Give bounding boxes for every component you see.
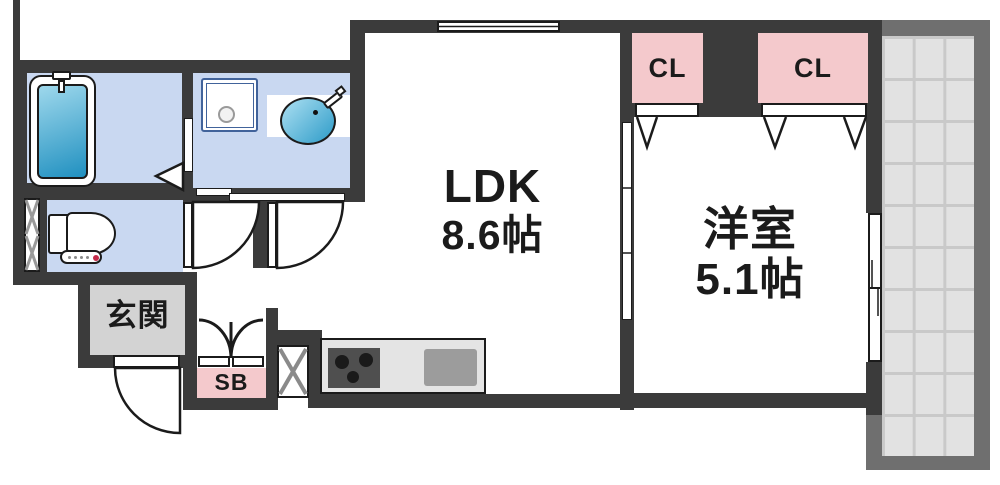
- wall-meter-box-top: [266, 330, 322, 347]
- entrance-floor: [90, 285, 185, 357]
- wall-bedroom-right-upper: [866, 20, 882, 213]
- bedroom-size: 5.1帖: [695, 255, 805, 305]
- shoebox-bifold-panel: [232, 356, 264, 367]
- bedroom-label-block: 洋室 5.1帖: [634, 194, 866, 314]
- wall-toilet-left-inner: [40, 198, 47, 272]
- washbasin-drain-dot: [313, 110, 318, 115]
- balcony-frame-right: [974, 20, 990, 470]
- wall-hall-stub: [253, 200, 267, 268]
- balcony-window-lower-pane: [868, 287, 882, 362]
- ldk-label-block: LDK 8.6帖: [365, 150, 620, 270]
- entrance-label: 玄関: [105, 297, 170, 333]
- shoebox-bifold-arc-left: [198, 318, 233, 359]
- shoe-box-label: SB: [214, 369, 249, 396]
- washing-machine-pan-inner: [206, 83, 254, 128]
- toilet-door-swing: [191, 200, 261, 270]
- balcony-frame-left-lower: [866, 410, 882, 460]
- pipe-space-x: [24, 198, 40, 272]
- control-dot: [74, 256, 77, 259]
- control-dot-red: [93, 255, 99, 261]
- closet-door-arrow: [635, 116, 659, 151]
- balcony-window-upper-pane: [868, 213, 882, 289]
- wall-toilet-bottom: [13, 272, 197, 285]
- entrance-door-swing: [113, 366, 182, 435]
- washing-machine-pan: [201, 78, 258, 132]
- wall-bedroom-right-lower: [866, 362, 882, 415]
- closet-left-label: CL: [648, 52, 687, 83]
- closet-door-arrow: [762, 116, 788, 151]
- wall-bath-top: [13, 60, 365, 73]
- closet-right-door-bar: [761, 103, 867, 117]
- shoebox-bifold-panel: [198, 356, 230, 367]
- closet-right-box: [758, 33, 868, 103]
- washroom-sliding-door-b: [229, 193, 345, 201]
- bathroom-door-leaf: [184, 118, 193, 172]
- entrance-door-leaf: [113, 355, 180, 368]
- wall-bedroom-bottom: [620, 393, 868, 408]
- kitchen-sink: [424, 349, 477, 386]
- stove-burner: [347, 371, 359, 383]
- closet-door-arrow: [842, 116, 868, 151]
- closet-left-door-bar: [635, 103, 699, 117]
- shoebox-bifold-arc-right: [229, 318, 264, 359]
- shoe-box: [197, 368, 266, 398]
- ldk-door-swing: [275, 200, 345, 270]
- wall-entrance-right: [185, 285, 197, 357]
- control-dot: [80, 256, 83, 259]
- balcony-frame-top: [882, 20, 990, 36]
- ldk-name: LDK: [443, 160, 542, 213]
- wall-under-bath: [13, 183, 193, 200]
- toilet-control-panel: [60, 250, 102, 264]
- wall-bottom-right-of-door: [178, 355, 197, 368]
- wall-outer-left: [13, 60, 27, 285]
- balcony-floor: [882, 36, 974, 456]
- ldk-size: 8.6帖: [441, 211, 544, 258]
- control-dot: [68, 256, 71, 259]
- shower-faucet-icon: [52, 71, 71, 80]
- wall-stub-top-left: [13, 0, 20, 62]
- pan-drain: [218, 106, 235, 123]
- wall-ldk-top: [350, 20, 882, 33]
- ldk-top-window: [437, 21, 560, 32]
- toilet-bowl: [66, 212, 116, 255]
- wall-entrance-left: [78, 272, 90, 367]
- toilet-door-leaf: [183, 202, 193, 268]
- wall-shoebox-bottom: [183, 398, 278, 410]
- meter-box-x: [277, 345, 309, 398]
- stove-burner: [359, 353, 373, 367]
- closet-left-box: [632, 33, 703, 103]
- wall-kitchen-bottom: [308, 394, 638, 408]
- wall-meter-box-right: [308, 345, 322, 408]
- control-dot: [86, 256, 89, 259]
- bedroom-name: 洋室: [703, 202, 797, 255]
- kitchen-stove: [328, 348, 380, 388]
- washroom-sliding-door-a: [196, 188, 232, 196]
- shower-faucet-stem: [58, 80, 65, 93]
- ldk-door-leaf: [267, 202, 277, 268]
- wall-bottom-left-of-door: [78, 355, 115, 368]
- partition-sliding-door: [622, 122, 632, 320]
- balcony-frame-bottom: [866, 455, 990, 470]
- bathtub-water: [37, 84, 88, 179]
- wall-ldk-left: [350, 20, 365, 202]
- closet-right-label: CL: [794, 52, 832, 83]
- stove-burner: [335, 355, 349, 369]
